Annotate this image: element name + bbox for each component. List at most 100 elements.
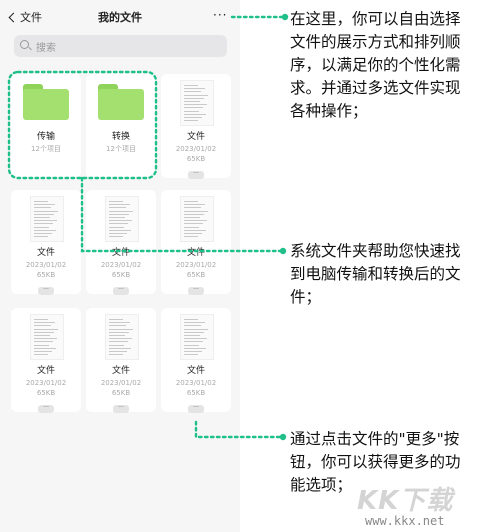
thumbnail-text-line [109,328,133,330]
thumbnail-text-line [34,351,52,352]
thumbnail-text-line [109,207,126,209]
thumbnail-text-line [184,94,208,96]
file-date: 2023/01/02 [100,261,142,269]
thumbnail-text-line [184,201,198,202]
thumbnail-text-line [109,322,130,324]
thumbnail-text-line [34,220,57,222]
search-input[interactable]: 搜索 [14,35,227,57]
thumbnail-text-line [34,347,56,349]
thumbnail-text-line [109,341,128,343]
folder-card-transfer[interactable]: 传输 12个项目 [11,74,81,178]
file-more-button[interactable]: ··· [188,171,204,179]
file-size: 65KB [111,389,131,397]
folder-highlight-outline [7,70,158,180]
thumbnail-text-line [109,220,132,222]
connector-dot [279,247,287,255]
file-more-button[interactable]: ··· [113,405,129,413]
thumbnail-text-line [184,210,208,212]
folder-name: 传输 [36,132,55,142]
thumbnail-text-line [184,236,198,238]
file-more-button[interactable]: ··· [113,287,129,295]
thumbnail-text-line [184,351,202,352]
file-card[interactable]: 文件 2023/01/02 65KB ··· [86,308,156,413]
more-options-button[interactable]: ··· [213,8,228,22]
thumbnail-text-line [109,233,127,234]
file-name: 文件 [186,366,205,376]
watermark: KK下载 www.kkx.net [335,480,475,528]
thumbnail-text-line [184,325,201,327]
thumbnail-text-line [184,223,203,225]
document-thumbnail [30,314,64,360]
back-button[interactable]: 文件 [8,9,42,25]
thumbnail-text-line [109,354,123,356]
document-thumbnail [180,196,214,242]
thumbnail-text-line [109,319,123,320]
thumbnail-text-line [184,347,206,349]
thumbnail-text-line [109,210,133,212]
thumbnail-text-line [34,204,55,206]
thumbnail-text-line [109,331,129,333]
thumbnail-text-line [34,331,54,333]
file-date: 2023/01/02 [175,379,217,387]
thumbnail-text-line [184,101,200,102]
thumbnail-text-line [34,344,49,346]
file-more-button[interactable]: ··· [188,287,204,295]
thumbnail-text-line [184,213,204,215]
thumbnail-text-line [184,97,204,99]
thumbnail-text-line [184,338,207,340]
thumbnail-text-line [184,88,205,90]
thumbnail-text-line [184,207,201,209]
folder-count: 12个项目 [31,145,61,153]
folder-card-convert[interactable]: 转换 12个项目 [86,74,156,178]
document-thumbnail [180,314,214,360]
thumbnail-text-line [34,213,54,215]
thumbnail-text-line [184,233,202,234]
file-more-button[interactable]: ··· [188,405,204,413]
document-thumbnail [30,196,64,242]
file-name: 文件 [111,366,130,376]
file-card[interactable]: 文件 2023/01/02 65KB ··· [86,190,156,295]
thumbnail-text-line [184,110,199,112]
thumbnail-text-line [184,120,198,122]
file-size: 65KB [36,271,56,279]
thumbnail-text-line [34,319,48,320]
folder-name: 转换 [111,132,130,142]
file-size: 65KB [111,271,131,279]
watermark-url: www.kkx.net [365,514,445,528]
file-date: 2023/01/02 [100,379,142,387]
connector-dot [279,433,287,441]
thumbnail-text-line [34,207,51,209]
thumbnail-text-line [34,335,50,336]
thumbnail-text-line [34,201,48,202]
thumbnail-text-line [109,325,126,327]
file-more-button[interactable]: ··· [38,287,54,295]
file-date: 2023/01/02 [175,145,217,153]
back-label: 文件 [20,11,42,24]
connector-file-more [194,420,282,439]
thumbnail-text-line [34,223,53,225]
connector-dot [281,13,289,21]
thumbnail-text-line [34,210,58,212]
folder-icon [23,84,69,120]
thumbnail-text-line [184,331,204,333]
thumbnail-text-line [109,236,123,238]
file-name: 文件 [186,248,205,258]
thumbnail-text-line [109,229,131,231]
thumbnail-text-line [109,344,124,346]
thumbnail-text-line [184,204,205,206]
file-name: 文件 [111,248,130,258]
file-more-button[interactable]: ··· [38,405,54,413]
file-date: 2023/01/02 [25,379,67,387]
thumbnail-text-line [184,104,207,106]
thumbnail-text-line [34,341,53,343]
